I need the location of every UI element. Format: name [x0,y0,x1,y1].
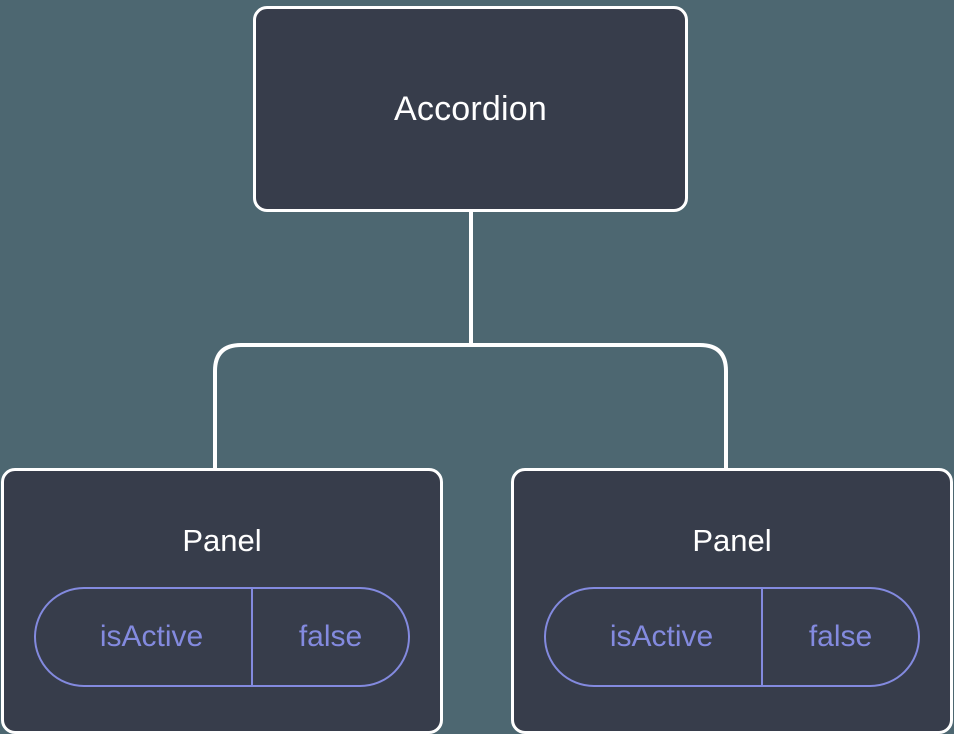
connector-bus-to-left-panel [471,343,728,470]
node-panel-0-label: Panel [182,523,262,558]
node-panel-0[interactable]: Panel isActive false [1,468,443,734]
state-pill-panel-0[interactable]: isActive false [34,587,410,687]
state-key-panel-1: isActive [609,620,714,653]
connector-bus-to-right-panel [213,343,471,470]
state-pill-panel-1[interactable]: isActive false [544,587,920,687]
state-value-panel-0: false [251,589,408,685]
node-accordion-label: Accordion [394,90,547,128]
node-accordion[interactable]: Accordion [253,6,688,212]
state-key-panel-0: isActive [99,620,204,653]
state-value-panel-1: false [761,589,918,685]
node-panel-1-label: Panel [692,523,772,558]
node-panel-1[interactable]: Panel isActive false [511,468,953,734]
